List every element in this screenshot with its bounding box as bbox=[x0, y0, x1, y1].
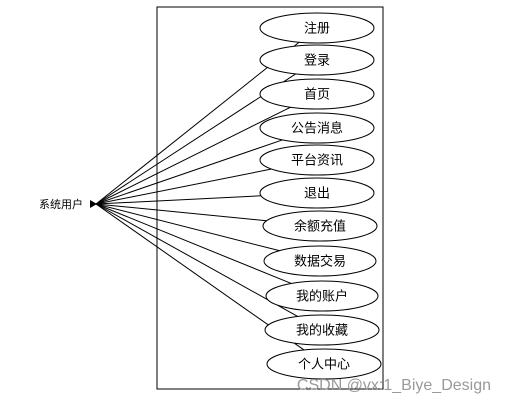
use-case-label: 退出 bbox=[304, 187, 330, 202]
association-line bbox=[95, 41, 300, 205]
use-case-ellipse bbox=[259, 144, 375, 176]
use-case-label: 首页 bbox=[304, 88, 330, 103]
use-case-ellipse bbox=[259, 12, 375, 44]
association-line bbox=[95, 203, 292, 284]
use-case-label: 公告消息 bbox=[291, 121, 343, 137]
use-case: 余额充值 bbox=[262, 210, 378, 242]
use-case: 个人中心 bbox=[266, 348, 382, 380]
use-case-ellipse bbox=[263, 245, 377, 277]
association-line bbox=[95, 195, 262, 205]
watermark-text: CSDN @vx:1_Biye_Design bbox=[297, 377, 491, 394]
use-case-label: 我的收藏 bbox=[296, 323, 348, 339]
use-case: 平台资讯 bbox=[259, 144, 375, 176]
use-case-ellipse bbox=[265, 280, 379, 312]
use-case: 数据交易 bbox=[263, 245, 377, 277]
actor-label: 系统用户 bbox=[39, 197, 83, 211]
use-case-ellipse bbox=[259, 177, 375, 209]
association-line bbox=[95, 168, 272, 205]
use-case: 退出 bbox=[259, 177, 375, 209]
use-case: 首页 bbox=[259, 78, 375, 110]
use-case: 公告消息 bbox=[259, 112, 375, 144]
use-case-label: 注册 bbox=[304, 22, 330, 37]
use-case-label: 平台资讯 bbox=[291, 154, 343, 169]
use-case-ellipse bbox=[259, 112, 375, 144]
use-case-ellipse bbox=[262, 210, 378, 242]
use-case-label: 余额充值 bbox=[294, 219, 346, 235]
system-boundary bbox=[156, 6, 384, 390]
use-case: 登录 bbox=[259, 44, 375, 76]
use-case-ellipse bbox=[264, 314, 380, 346]
use-case-label: 登录 bbox=[304, 54, 330, 69]
use-case-label: 我的账户 bbox=[296, 289, 348, 305]
use-case-ellipse bbox=[259, 44, 375, 76]
association-line bbox=[95, 139, 283, 205]
association-line bbox=[95, 203, 298, 317]
use-case-ellipse bbox=[259, 78, 375, 110]
use-case: 我的收藏 bbox=[264, 314, 380, 346]
use-case: 注册 bbox=[259, 12, 375, 44]
association-line bbox=[95, 106, 291, 205]
use-case: 我的账户 bbox=[265, 280, 379, 312]
use-case-label: 数据交易 bbox=[294, 254, 346, 270]
use-case-label: 个人中心 bbox=[298, 358, 350, 373]
use-case-ellipse bbox=[266, 348, 382, 380]
actor-junction bbox=[90, 200, 97, 208]
association-line bbox=[95, 203, 280, 252]
association-line bbox=[95, 203, 267, 222]
